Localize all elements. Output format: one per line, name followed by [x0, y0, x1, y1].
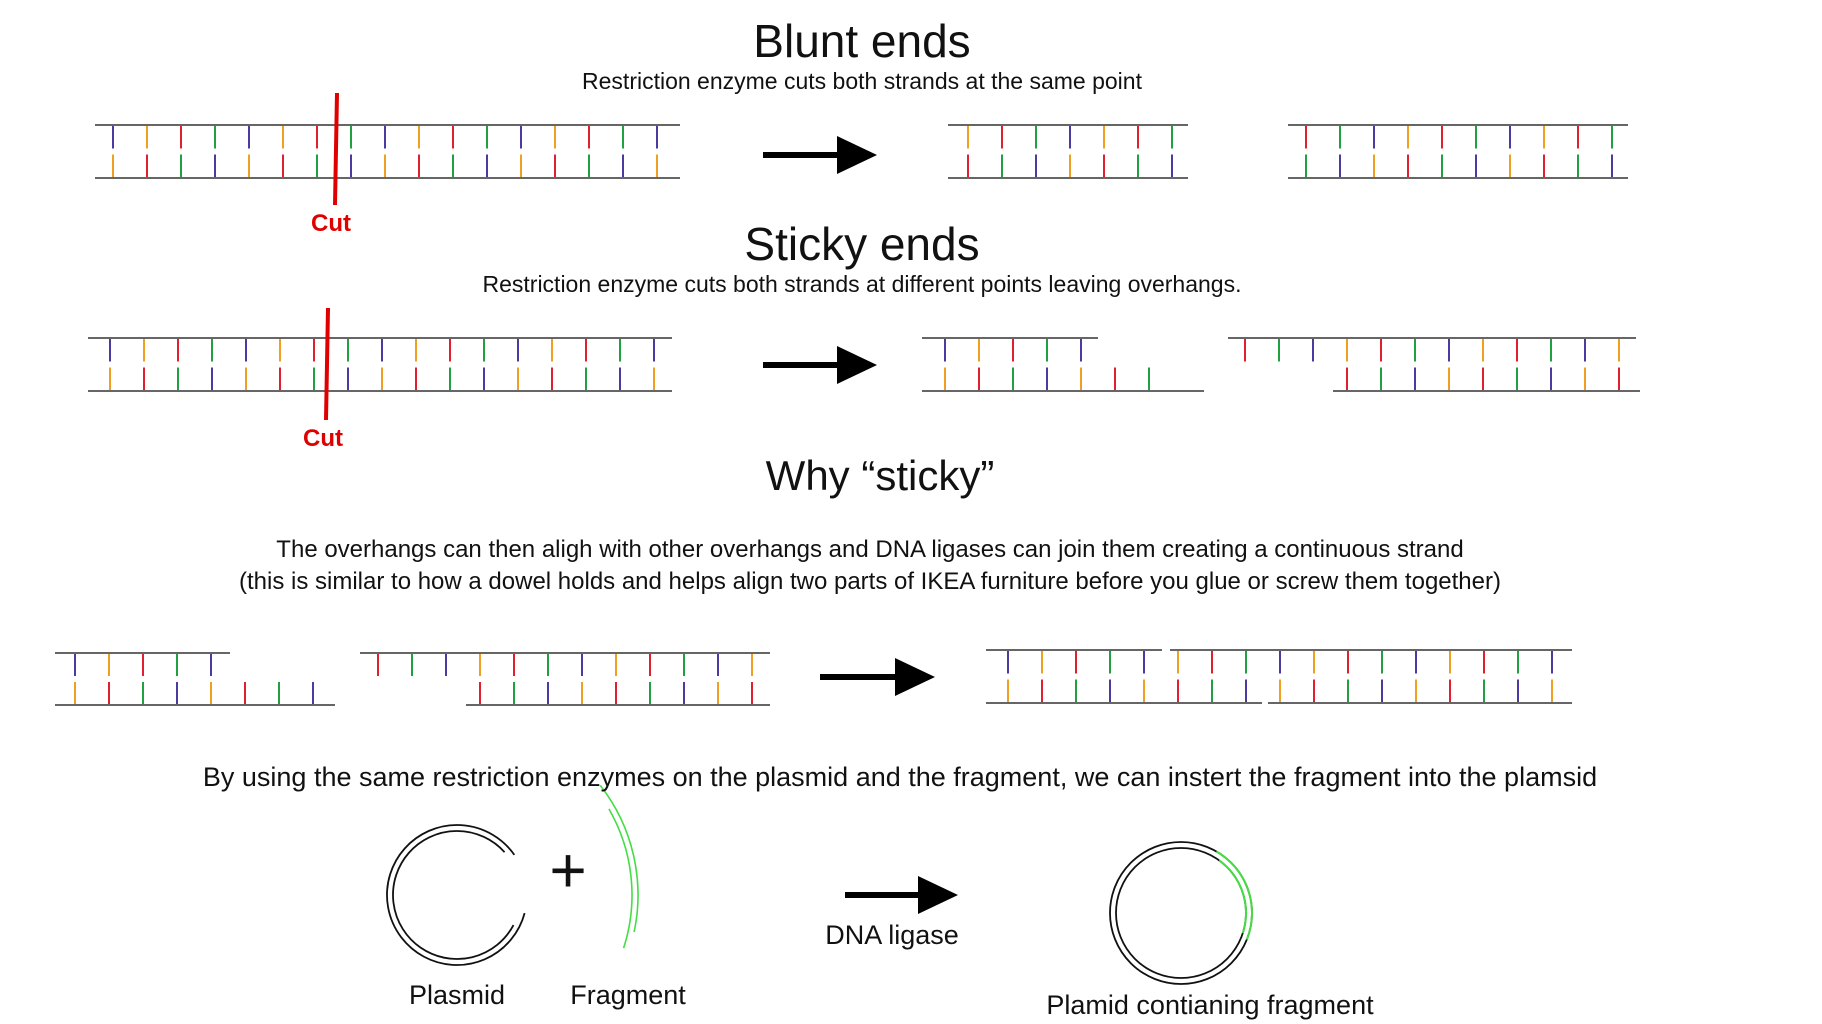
sticky-cut-line	[324, 307, 330, 421]
result-label: Plamid contianing fragment	[1046, 990, 1374, 1020]
plasmid-outer-strand	[386, 824, 526, 966]
plus-sign: +	[549, 834, 587, 906]
sticky-fragment-left	[922, 337, 1204, 392]
blunt-arrow	[763, 136, 877, 174]
result-fragment-outer	[1215, 850, 1253, 940]
blunt-fragment-right	[1288, 124, 1628, 179]
sticky-original-dna	[88, 337, 672, 392]
plasmid-label: Plasmid	[408, 980, 506, 1010]
sticky-title: Sticky ends	[744, 218, 980, 270]
sticky-subtitle: Restriction enzyme cuts both strands at …	[482, 271, 1242, 297]
blunt-cut-label: Cut	[311, 210, 351, 237]
cut-marks	[324, 92, 339, 421]
why-line-2: (this is similar to how a dowel holds an…	[239, 568, 1501, 595]
blunt-subtitle: Restriction enzyme cuts both strands at …	[582, 68, 1142, 94]
blunt-fragment-left	[948, 124, 1188, 179]
dna-ligase-label: DNA ligase	[825, 920, 959, 950]
fragment-label: Fragment	[570, 980, 686, 1010]
arrow-head	[895, 658, 935, 696]
sticky-cut-label: Cut	[303, 425, 343, 452]
why-fragment-left	[55, 652, 335, 706]
plasmid-circle	[386, 824, 526, 966]
sticky-arrow	[763, 346, 877, 384]
why-joined-dna	[986, 649, 1572, 704]
plasmid-figures	[386, 784, 1253, 985]
why-fragment-right	[360, 652, 770, 706]
arrows	[763, 136, 958, 914]
fragment-inner-strand	[608, 808, 633, 949]
result-fragment-inner	[1218, 859, 1247, 934]
blunt-original-dna	[95, 124, 680, 179]
why-arrow	[820, 658, 935, 696]
plasmid-inner-strand	[392, 830, 515, 960]
arrow-head	[918, 876, 958, 914]
arrow-head	[837, 136, 877, 174]
fragment-arc	[599, 784, 639, 949]
arrow-head	[837, 346, 877, 384]
why-title: Why “sticky”	[765, 452, 995, 499]
blunt-cut-line	[333, 92, 339, 206]
blunt-title: Blunt ends	[753, 15, 971, 67]
fragment-outer-strand	[599, 784, 639, 933]
plasmid-intro: By using the same restriction enzymes on…	[202, 762, 1598, 792]
sticky-fragment-right	[1228, 337, 1640, 392]
result-plasmid	[1109, 841, 1253, 985]
ligase-arrow	[845, 876, 958, 914]
dna-strands	[55, 124, 1640, 706]
why-line-1: The overhangs can then aligh with other …	[276, 536, 1464, 563]
